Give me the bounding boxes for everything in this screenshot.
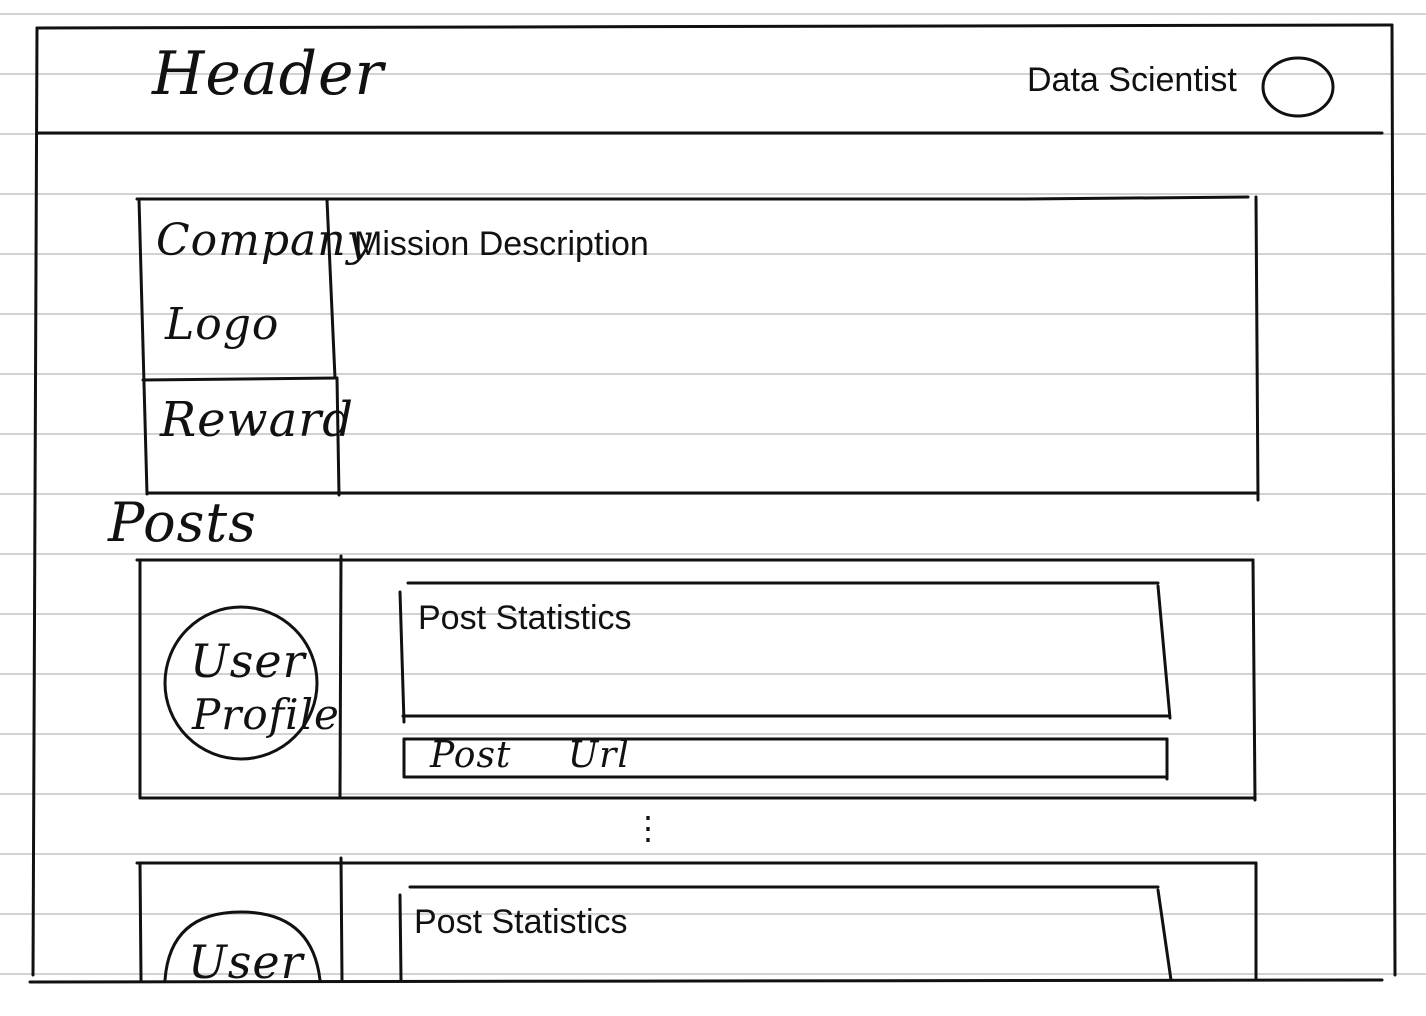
reward-label: Reward: [160, 392, 354, 448]
company-logo-label-line2: Logo: [165, 299, 280, 350]
more-posts-indicator: ⋮: [632, 810, 664, 846]
post-url-label: Post Url: [430, 735, 630, 776]
post-statistics-label: Post Statistics: [414, 903, 628, 941]
company-logo-label-line1: Company: [156, 215, 373, 266]
posts-section-title: Posts: [108, 491, 257, 554]
post-card: User Post Statistics: [140, 863, 1256, 980]
user-profile-label-line1: User: [190, 634, 306, 688]
mission-card: Company Logo Reward Mission Description: [139, 199, 1258, 494]
header-title: Header: [152, 39, 385, 109]
post-card: User Profile Post Statistics Post Url: [140, 560, 1255, 798]
user-profile-label-line2: Profile: [192, 690, 340, 739]
circle-avatar-icon[interactable]: [1262, 57, 1334, 117]
user-role-label: Data Scientist: [1027, 61, 1237, 99]
post-statistics-label: Post Statistics: [418, 599, 632, 637]
user-profile-label-line1: User: [188, 935, 304, 980]
mission-description-label: Mission Description: [354, 225, 649, 263]
